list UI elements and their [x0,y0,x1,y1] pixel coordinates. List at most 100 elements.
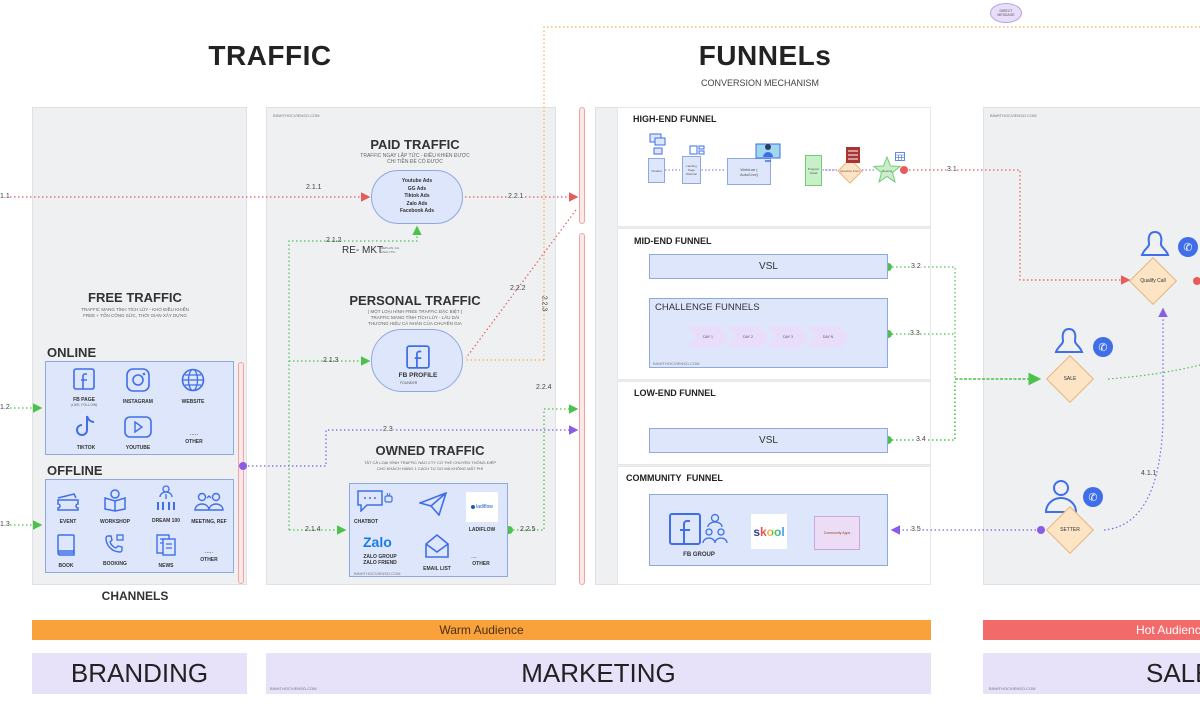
challenge-day[interactable]: DAY 3 [767,326,809,348]
instagram-icon [126,368,150,392]
community-apps-box[interactable]: Community Apps [814,516,860,550]
online-item[interactable]: INSTAGRAM [113,368,163,405]
watermark: BINHTHOCVIENSO.COM [273,113,320,118]
red-flow-3-1 [905,169,1131,285]
connector-label: 3.4 [916,436,926,443]
online-channels-box: FB PAGE (LIKE, FOLLOW) INSTAGRAM WEBSITE… [45,361,234,455]
connector-label: 3.3 [910,330,920,337]
paid-traffic-title: PAID TRAFFIC [370,137,460,152]
free-traffic-title: FREE TRAFFIC [88,290,182,305]
connector-label: 3.1 [947,166,957,173]
fb-profile-sub: FOUNDER [400,381,418,385]
owned-item[interactable]: .... OTHER [456,554,506,568]
remkt-sub: REPLAN, GG ANALYTIC [381,246,400,254]
high-end-funnel-title: HIGH-END FUNNEL [633,114,717,124]
connector-label: 2.1.1 [306,184,322,191]
green-flow-3-2 [888,266,956,379]
qualify-call-node[interactable]: Qualify Call [1128,256,1178,306]
funnels-title: FUNNELs [698,40,832,71]
skool-logo[interactable]: skool [751,514,787,549]
low-end-vsl[interactable]: VSL [649,428,888,453]
online-item[interactable]: FB PAGE (LIKE, FOLLOW) [59,368,109,407]
owned-item[interactable] [408,491,458,521]
offline-item[interactable]: DREAM 100 [141,485,191,524]
chatbot-icon [357,490,393,513]
facebook-icon [73,368,95,390]
challenge-day[interactable]: DAY 1 [687,326,729,348]
channels-label: CHANNELS [101,589,169,603]
mid-end-funnel-title: MID-END FUNNEL [634,236,712,246]
chat-icon [649,133,666,155]
offline-item[interactable]: NEWS [141,534,191,569]
youtube-icon [124,416,152,438]
traffic-pink-bar [238,362,244,584]
high-end-step-meeting[interactable]: Meeting [872,155,902,184]
owned-item[interactable]: CHATBOT [350,490,400,525]
offline-item[interactable]: BOOKING [90,534,140,567]
challenge-day[interactable]: DAY 2 [727,326,769,348]
offline-title: OFFLINE [47,463,103,478]
mid-end-vsl[interactable]: VSL [649,254,888,279]
community-box: FB GROUP skool Community Apps [649,494,888,566]
phone-icon: ✆ [1093,337,1113,357]
offline-item[interactable]: ..... OTHER [184,549,234,563]
offline-item[interactable]: WORKSHOP [90,488,140,525]
connector-label: 1.3 [0,521,10,528]
direct-message-label: DIRECT MESSAGE [997,8,1015,18]
green-connector-dot [505,526,513,534]
online-item[interactable]: TIKTOK [61,414,111,451]
setter-node[interactable]: SETTER [1045,505,1095,555]
tiktok-icon [76,415,95,436]
marketing-section: MARKETING BINHTHOCVIENSO.COM [266,653,931,694]
watermark: BINHTHOCVIENSO.COM [354,571,401,576]
offline-item[interactable]: BOOK [41,534,91,569]
facebook-icon [406,345,430,369]
red-connector-dot [900,166,908,174]
connector-label: 3.2 [911,263,921,270]
ellipsis-icon: .... [471,554,477,560]
high-end-step-question[interactable]: Question Form [837,158,863,184]
purple-connector-dot [1037,526,1045,534]
purple-flow-2-3 [244,425,579,467]
sale-node[interactable]: SALE [1045,354,1095,404]
meeting-icon [194,492,224,511]
traffic-title: TRAFFIC [208,40,332,71]
challenge-days: DAY 1 DAY 2 DAY 3 DAY N [687,326,849,348]
online-item[interactable]: WEBSITE [168,368,218,405]
ellipsis-icon: ..... [189,431,199,437]
fb-profile-node[interactable]: FB PROFILE FOUNDER [371,329,463,392]
high-end-step-program[interactable]: Program Detail [805,155,822,186]
news-icon [156,534,176,556]
paid-ads-node[interactable]: Youtube Ads GG Ads Tiktok Ads Zalo Ads F… [371,170,463,224]
watermark: BINHTHOCVIENSO.COM [270,686,317,691]
high-end-step-webinar[interactable]: Webinar ( Auto/Live) [727,158,771,185]
fb-group-item[interactable]: FB GROUP [667,513,731,558]
online-item[interactable]: YOUTUBE [113,416,163,451]
offline-item[interactable]: EVENT [43,492,93,525]
server-icon [846,147,860,163]
paid-traffic-desc: TRAFFIC NGAY LẬP TỨC - ĐIỀU KHIỂN ĐƯỢC C… [360,153,470,165]
watermark: BINHTHOCVIENSO.COM [990,113,1037,118]
phone-booking-icon [105,534,124,553]
owned-item[interactable]: Zalo ZALO GROUP ZALO FRIEND [355,534,405,566]
owned-item[interactable]: ladiflow LADIFLOW [457,492,507,533]
high-end-step-chatbot[interactable]: Chatbot [648,158,665,183]
ads-list: Youtube Ads GG Ads Tiktok Ads Zalo Ads F… [400,178,434,215]
connector-label: 2.2.4 [536,384,552,391]
challenge-day[interactable]: DAY N [807,326,849,348]
person-icon [1054,327,1084,353]
watermark: BINHTHOCVIENSO.COM [653,361,700,366]
funnel-entry-bar-top [579,107,585,224]
owned-traffic-title: OWNED TRAFFIC [375,443,485,458]
connector-label: 2.2.1 [508,193,524,200]
free-traffic-desc: TRAFFIC MANG TÍNH TÍCH LŨY - KHÓ ĐIỀU KH… [81,307,189,318]
online-item[interactable]: ..... OTHER [169,431,219,445]
high-end-step-landing[interactable]: Landing Page Webinar [682,156,701,184]
red-flow-2-2-2 [465,209,577,359]
owned-item[interactable]: EMAIL LIST [412,533,462,572]
offline-item[interactable]: MEETING, REF [184,492,234,525]
globe-icon [181,368,205,392]
challenge-funnels-box[interactable]: CHALLENGE FUNNELS DAY 1 DAY 2 DAY 3 DAY … [649,298,888,368]
green-flow-2-1-2 [288,225,422,530]
green-connector-dot [884,436,892,444]
